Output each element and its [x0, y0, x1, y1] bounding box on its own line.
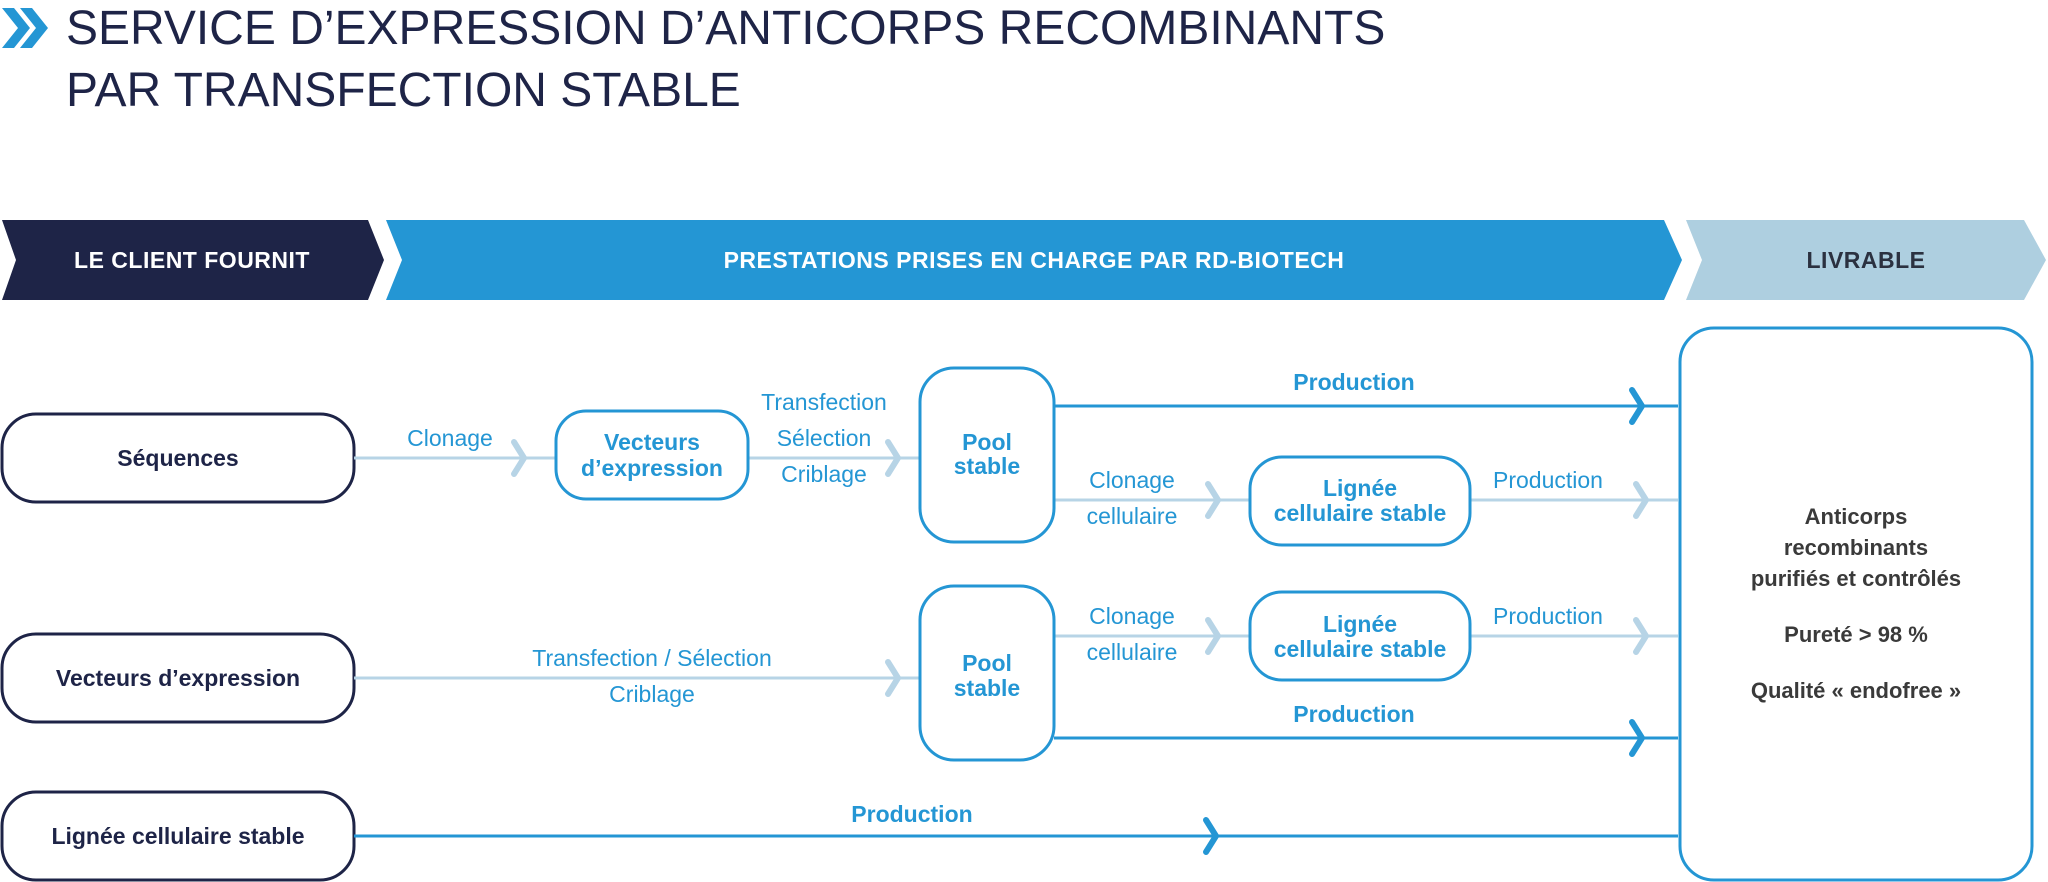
node-pool-1-line1: Pool — [962, 429, 1012, 455]
arrow-clonage-icon — [511, 439, 527, 477]
node-line-2-line2: cellulaire stable — [1274, 636, 1447, 662]
input-vectors: Vecteurs d’expression — [0, 632, 356, 724]
label-production-mid: Production — [1293, 701, 1414, 727]
step-criblage-2: Criblage — [609, 681, 695, 707]
node-line-1-line2: cellulaire stable — [1274, 500, 1447, 526]
connectors-production — [354, 404, 1678, 838]
output-quality: Qualité « endofree » — [1751, 678, 1961, 703]
output-purity: Pureté > 98 % — [1784, 622, 1928, 647]
arrowheads-production — [1203, 387, 1645, 855]
step-transfection-selection: Transfection / Sélection — [532, 645, 772, 671]
node-line-1: Lignée cellulaire stable — [1248, 455, 1472, 547]
page-title-line1: SERVICE D’EXPRESSION D’ANTICORPS RECOMBI… — [66, 2, 1385, 55]
input-sequences-label: Séquences — [117, 445, 238, 471]
input-cell-line-label: Lignée cellulaire stable — [51, 823, 304, 849]
step-cellulaire-2: cellulaire — [1087, 639, 1178, 665]
node-pool-2-line2: stable — [954, 675, 1020, 701]
arrow-production-bottom-icon — [1203, 817, 1219, 855]
step-production-2: Production — [1493, 603, 1603, 629]
banner-client: LE CLIENT FOURNIT — [2, 220, 384, 300]
arrow-production-1-icon — [1633, 481, 1649, 519]
arrow-production-mid-icon — [1629, 719, 1645, 757]
banner-deliverable-label: LIVRABLE — [1807, 247, 1926, 273]
node-vectors: Vecteurs d’expression — [554, 409, 750, 501]
output-box: Anticorps recombinants purifiés et contr… — [1678, 326, 2034, 882]
node-line-2: Lignée cellulaire stable — [1248, 590, 1472, 682]
node-pool-2: Pool stable — [918, 584, 1056, 762]
step-cellulaire-1: cellulaire — [1087, 503, 1178, 529]
banner-deliverable: LIVRABLE — [1686, 220, 2046, 300]
arrow-production-top-icon — [1629, 387, 1645, 425]
step-clonage-cell-2: Clonage — [1089, 603, 1175, 629]
node-vectors-line2: d’expression — [581, 455, 723, 481]
arrow-clonage-cell-2-icon — [1205, 617, 1221, 655]
step-criblage: Criblage — [781, 461, 867, 487]
node-vectors-line1: Vecteurs — [604, 429, 700, 455]
output-line1: Anticorps — [1805, 504, 1908, 529]
label-production-bottom: Production — [851, 801, 972, 827]
input-cell-line: Lignée cellulaire stable — [0, 790, 356, 882]
banner-services: PRESTATIONS PRISES EN CHARGE PAR RD-BIOT… — [386, 220, 1682, 300]
step-transfection: Transfection — [761, 389, 887, 415]
node-pool-2-line1: Pool — [962, 650, 1012, 676]
step-clonage-cell-1: Clonage — [1089, 467, 1175, 493]
arrow-transfection-2-icon — [885, 659, 901, 697]
output-line3: purifiés et contrôlés — [1751, 566, 1961, 591]
step-production-1: Production — [1493, 467, 1603, 493]
banner-services-label: PRESTATIONS PRISES EN CHARGE PAR RD-BIOT… — [724, 247, 1345, 273]
page-title-line2: PAR TRANSFECTION STABLE — [66, 64, 741, 117]
input-sequences: Séquences — [0, 412, 356, 504]
node-line-1-line1: Lignée — [1323, 475, 1397, 501]
input-vectors-label: Vecteurs d’expression — [56, 665, 300, 691]
title-chevron-icon — [2, 8, 48, 48]
node-pool-1: Pool stable — [918, 366, 1056, 544]
arrowheads-light — [511, 439, 1649, 697]
node-pool-1-line2: stable — [954, 453, 1020, 479]
step-clonage: Clonage — [407, 425, 493, 451]
label-production-top: Production — [1293, 369, 1414, 395]
node-line-2-line1: Lignée — [1323, 611, 1397, 637]
banner-client-label: LE CLIENT FOURNIT — [74, 247, 310, 273]
arrow-transfection-icon — [885, 439, 901, 477]
arrow-clonage-cell-1-icon — [1205, 481, 1221, 519]
output-line2: recombinants — [1784, 535, 1928, 560]
arrow-production-2-icon — [1633, 617, 1649, 655]
step-selection: Sélection — [777, 425, 872, 451]
